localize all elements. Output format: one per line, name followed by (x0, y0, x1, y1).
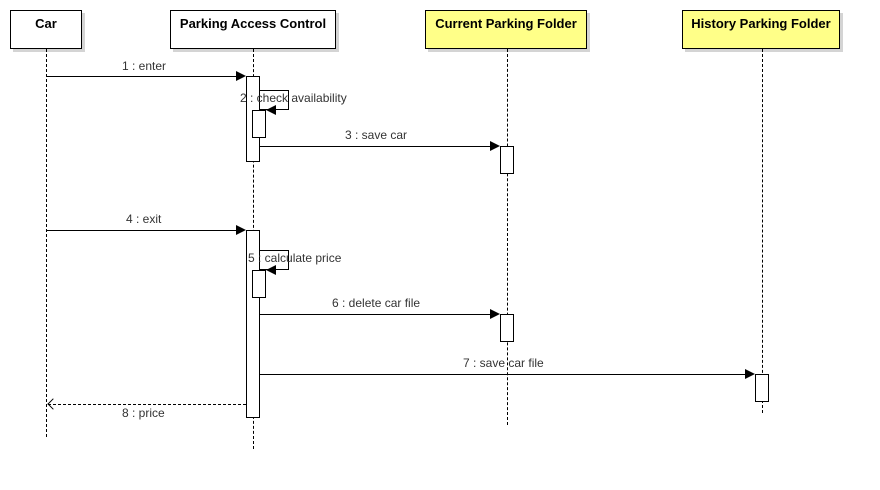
arrowhead-icon (490, 141, 500, 151)
message-label: 2 : check availability (240, 91, 347, 105)
message-label: 3 : save car (345, 128, 408, 142)
lifeline-car (46, 49, 47, 437)
message-line[interactable] (260, 374, 745, 375)
open-arrowhead-icon (47, 398, 59, 410)
activation-bar (500, 314, 514, 342)
activation-bar (500, 146, 514, 174)
message-label: 6 : delete car file (332, 296, 421, 310)
lifeline-current-parking-folder (507, 49, 508, 425)
message-label: 8 : price (122, 406, 165, 420)
message-line[interactable] (46, 76, 236, 77)
activation-bar (252, 270, 266, 298)
message-line[interactable] (260, 146, 490, 147)
message-label: 4 : exit (126, 212, 162, 226)
lifeline-history-parking-folder (762, 49, 763, 413)
message-line[interactable] (260, 314, 490, 315)
participant-history-parking-folder[interactable]: History Parking Folder (682, 10, 840, 49)
message-label: 7 : save car file (463, 356, 544, 370)
arrowhead-icon (266, 265, 276, 275)
participant-current-parking-folder[interactable]: Current Parking Folder (425, 10, 587, 49)
arrowhead-icon (490, 309, 500, 319)
return-message-line[interactable] (48, 404, 246, 405)
arrowhead-icon (745, 369, 755, 379)
participant-car[interactable]: Car (10, 10, 82, 49)
activation-bar (755, 374, 769, 402)
arrowhead-icon (236, 71, 246, 81)
participant-parking-access-control[interactable]: Parking Access Control (170, 10, 336, 49)
activation-bar (252, 110, 266, 138)
message-line[interactable] (46, 230, 236, 231)
arrowhead-icon (266, 105, 276, 115)
message-label: 1 : enter (122, 59, 167, 73)
arrowhead-icon (236, 225, 246, 235)
message-label: 5 : calculate price (248, 251, 342, 265)
